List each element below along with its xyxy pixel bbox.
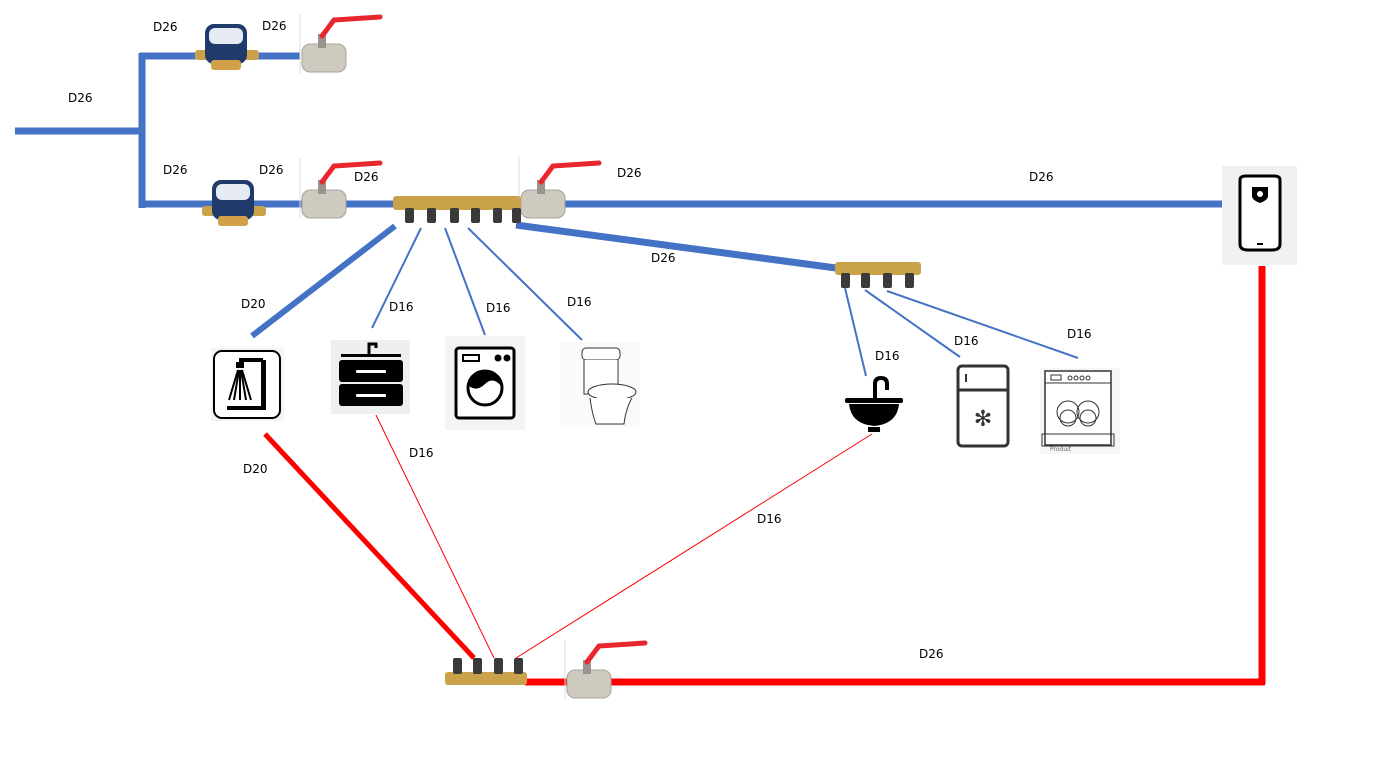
pipe-sink-cold: [844, 287, 867, 377]
ball-valve-icon[interactable]: [299, 158, 383, 219]
label-valve-outlet: D26: [354, 170, 379, 184]
label-meter2-outlet: D26: [259, 163, 284, 177]
manifold-6-way-icon: [393, 196, 521, 223]
manifold-4-way-hot-icon: [445, 658, 527, 685]
pipe-dishwasher-cold: [886, 290, 1079, 359]
kitchen-sink-icon: [845, 376, 903, 432]
water-meter-icon: [202, 180, 266, 226]
dishwasher-caption: Produit: [1050, 446, 1072, 453]
label-shower-hot: D20: [243, 462, 268, 476]
pipe-vanity-hot: [375, 414, 495, 659]
toilet-icon: [560, 342, 640, 427]
label-manifold-outlet: D26: [617, 166, 642, 180]
water-meter-icon: [195, 24, 259, 70]
ball-valve-icon[interactable]: [564, 640, 648, 700]
label-vanity-cold: D16: [389, 300, 414, 314]
refrigerator-icon: ✻: [956, 364, 1010, 448]
pipe-vanity-cold: [371, 227, 422, 329]
label-secondary-feed: D26: [651, 251, 676, 265]
manifold-4-way-icon: [835, 262, 921, 288]
label-meter1-outlet: D26: [262, 19, 287, 33]
svg-text:✻: ✻: [974, 407, 992, 432]
ball-valve-icon[interactable]: [518, 156, 602, 219]
water-heater-icon: [1222, 166, 1297, 265]
pipe-washer-cold: [444, 227, 486, 336]
dishwasher-icon: [1040, 368, 1120, 454]
label-washer-cold: D16: [486, 301, 511, 315]
label-hot-return: D26: [919, 647, 944, 661]
label-sink-cold: D16: [875, 349, 900, 363]
label-toilet-cold: D16: [567, 295, 592, 309]
label-main-inlet: D26: [68, 91, 93, 105]
pipe-secondary-feed: [515, 221, 837, 272]
pipe-shower-hot: [263, 432, 476, 660]
pipe-shower-cold: [250, 223, 397, 339]
label-sink-hot: D16: [757, 512, 782, 526]
label-fridge-cold: D16: [954, 334, 979, 348]
label-meter1-inlet: D26: [153, 20, 178, 34]
label-dishwasher-cold: D16: [1067, 327, 1092, 341]
vanity-icon: [331, 340, 410, 414]
pipe-fridge-cold: [864, 289, 961, 358]
label-meter2-inlet: D26: [163, 163, 188, 177]
washing-machine-icon: [445, 336, 525, 430]
label-vanity-hot: D16: [409, 446, 434, 460]
pipe-toilet-cold: [467, 227, 583, 341]
shower-icon: [211, 348, 284, 421]
pipe-sink-hot: [515, 433, 873, 659]
label-heater-feed: D26: [1029, 170, 1054, 184]
label-shower-cold: D20: [241, 297, 266, 311]
ball-valve-icon[interactable]: [299, 14, 383, 74]
